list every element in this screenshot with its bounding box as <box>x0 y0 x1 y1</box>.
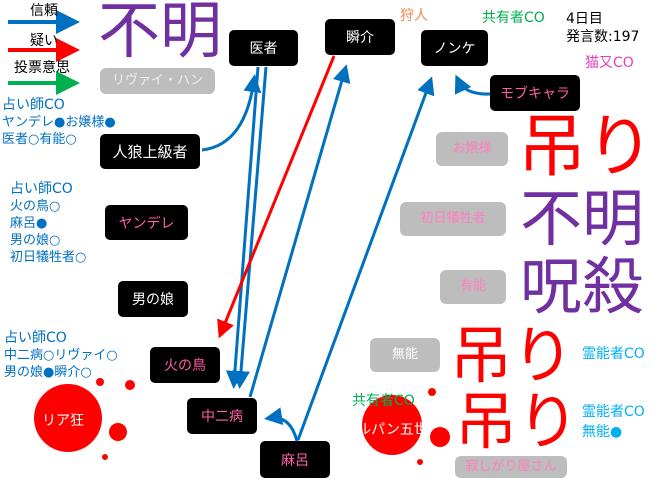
role-nekomata: 猫又CO <box>585 55 634 71</box>
seer-title: 占い師CO <box>4 330 67 346</box>
dead-shonichi[interactable]: 初日犠牲者 <box>400 202 506 236</box>
role-sharer: 共有者CO <box>352 393 415 409</box>
dead-munou[interactable]: 無能 <box>370 338 440 372</box>
seer-title: 占い師CO <box>10 181 73 197</box>
seer-claim-1: 占い師CO ヤンデレ●お嬢様● 医者○有能○ <box>2 97 116 148</box>
dead-riakyou[interactable]: リア狂 <box>42 413 84 429</box>
seer-result: 男の娘●瞬介○ <box>4 365 92 380</box>
role-medium: 霊能者CO <box>582 346 645 362</box>
dead-levi[interactable]: リヴァイ・ハン <box>100 68 215 94</box>
dead-yuunou[interactable]: 有能 <box>440 270 506 304</box>
legend-trust-label: 信頼 <box>30 3 58 19</box>
trust-arrow <box>264 407 299 442</box>
node-doctor[interactable]: 医者 <box>229 30 298 66</box>
trust-arrow <box>232 66 268 389</box>
seer-title: 占い師CO <box>2 97 65 113</box>
post-count: 発言数:197 <box>566 29 640 45</box>
trust-arrow <box>296 76 435 441</box>
day-label: 4日目 <box>566 11 603 27</box>
dead-ojousama[interactable]: お嬢様 <box>436 132 508 166</box>
medium-result: 無能● <box>582 424 623 440</box>
node-otokonoko[interactable]: 男の娘 <box>118 281 188 317</box>
role-hunter: 狩人 <box>400 8 428 24</box>
node-yandere[interactable]: ヤンデレ <box>105 205 188 240</box>
trust-arrow <box>201 74 262 152</box>
doubt-arrow <box>217 55 336 339</box>
dead-lupin[interactable]: ルパン五世 <box>357 422 428 439</box>
node-chuunibyou[interactable]: 中二病 <box>187 398 257 434</box>
trust-arrow <box>248 64 351 398</box>
trust-arrow <box>225 66 260 389</box>
trust-arrow <box>454 74 491 96</box>
dead-sabishigari[interactable]: 寂しがり屋さん <box>455 456 567 478</box>
node-mobchara[interactable]: モブキャラ <box>490 75 580 111</box>
seer-result: 麻呂● <box>10 216 48 231</box>
seer-result: 男の娘○ <box>10 233 61 248</box>
node-nonke[interactable]: ノンケ <box>421 30 488 66</box>
seer-result: 医者○有能○ <box>2 132 77 147</box>
role-medium: 霊能者CO <box>582 404 645 420</box>
seer-result: 火の鳥○ <box>10 199 61 214</box>
seer-result: ヤンデレ●お嬢様● <box>2 115 116 130</box>
node-jinro[interactable]: 人狼上級者 <box>100 134 200 169</box>
stamp-hanged: 吊り <box>450 319 575 392</box>
node-hinotori[interactable]: 火の鳥 <box>150 347 220 383</box>
seer-claim-3: 占い師CO 中二病○リヴァイ○ 男の娘●瞬介○ <box>4 330 118 381</box>
stamp-unknown: 不明 <box>98 0 223 67</box>
node-maro[interactable]: 麻呂 <box>260 441 330 478</box>
legend-vote-label: 投票意思 <box>14 60 70 76</box>
stamp-hanged: 吊り <box>518 108 655 187</box>
stamp-unknown: 不明 <box>520 182 645 255</box>
legend-doubt-label: 疑い <box>30 33 58 49</box>
seer-result: 初日犠牲者○ <box>10 250 87 265</box>
node-shunsuke[interactable]: 瞬介 <box>325 19 395 55</box>
blood-splatter <box>34 378 450 465</box>
seer-claim-2: 占い師CO 火の鳥○ 麻呂● 男の娘○ 初日犠牲者○ <box>10 181 86 266</box>
role-sharer: 共有者CO <box>482 10 545 26</box>
seer-result: 中二病○リヴァイ○ <box>4 348 118 363</box>
stamp-hanged: 吊り <box>455 385 580 458</box>
stamp-cursed: 呪殺 <box>520 250 645 323</box>
